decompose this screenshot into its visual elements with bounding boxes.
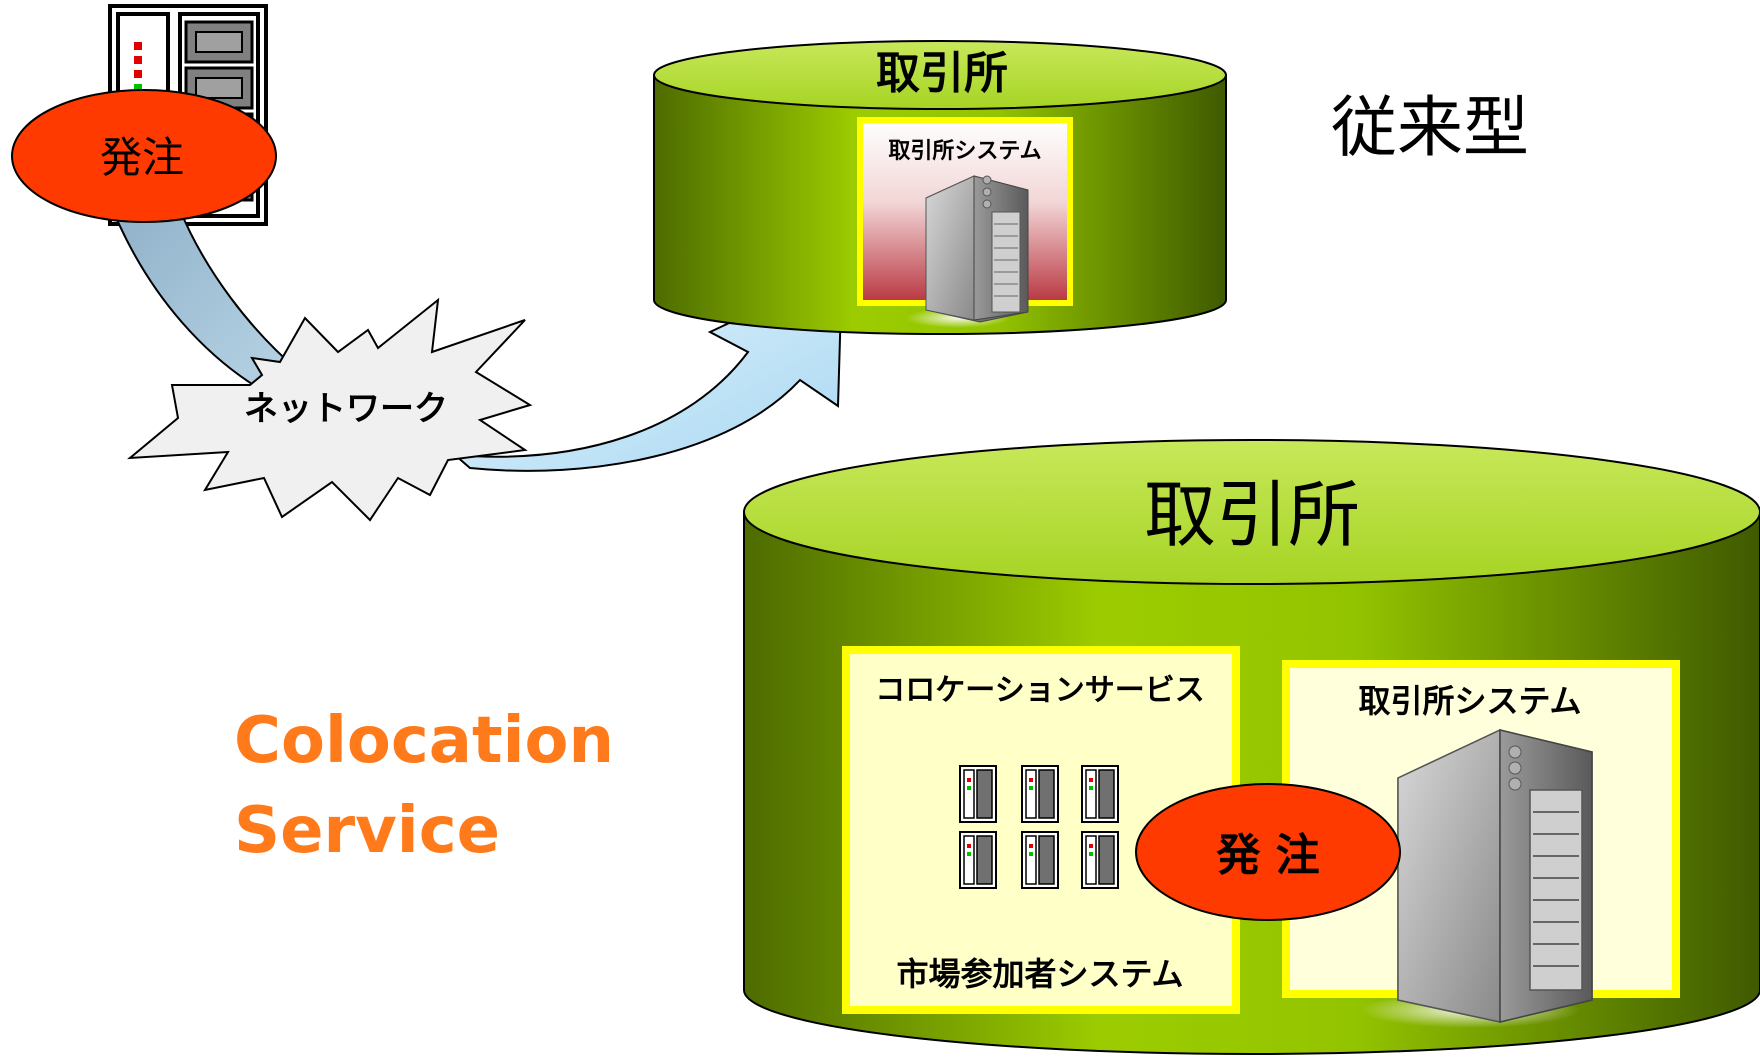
order-label-colocation: 発 注 bbox=[1215, 830, 1319, 881]
traditional-type-label: 従来型 bbox=[1331, 89, 1529, 166]
participant-rack-icon bbox=[1021, 765, 1059, 823]
participant-rack-icon bbox=[1081, 831, 1119, 889]
order-label: 発注 bbox=[100, 133, 184, 182]
participant-rack-icon bbox=[959, 765, 997, 823]
exchange-system-label-large: 取引所システム bbox=[1358, 682, 1581, 720]
exchange-title-large: 取引所 bbox=[1144, 473, 1360, 557]
order-ellipse-colocation: 発 注 bbox=[1135, 783, 1401, 921]
network-label: ネットワーク bbox=[244, 389, 448, 429]
exchange-cylinder-large: 取引所 コロケーションサービス 市場参加者システム bbox=[743, 439, 1760, 1055]
exchange-server-icon-small bbox=[906, 175, 1029, 328]
order-ellipse: 発注 bbox=[11, 89, 277, 223]
participant-rack-icon bbox=[1021, 831, 1059, 889]
participant-rack-icon bbox=[1081, 765, 1119, 823]
exchange-server-icon-large bbox=[1360, 728, 1593, 1028]
colocation-heading-line2: Service bbox=[234, 794, 500, 868]
exchange-cylinder-small: 取引所 取引所システム bbox=[653, 40, 1227, 335]
exchange-title-small: 取引所 bbox=[876, 48, 1008, 99]
network-burst: ネットワーク bbox=[127, 297, 533, 522]
participant-server-rack-grid bbox=[959, 765, 1119, 889]
participant-system-label: 市場参加者システム bbox=[896, 955, 1183, 993]
exchange-system-label-small: 取引所システム bbox=[888, 139, 1041, 164]
colocation-service-label: コロケーションサービス bbox=[875, 673, 1204, 708]
participant-rack-icon bbox=[959, 831, 997, 889]
colocation-heading-line1: Colocation bbox=[234, 704, 614, 778]
